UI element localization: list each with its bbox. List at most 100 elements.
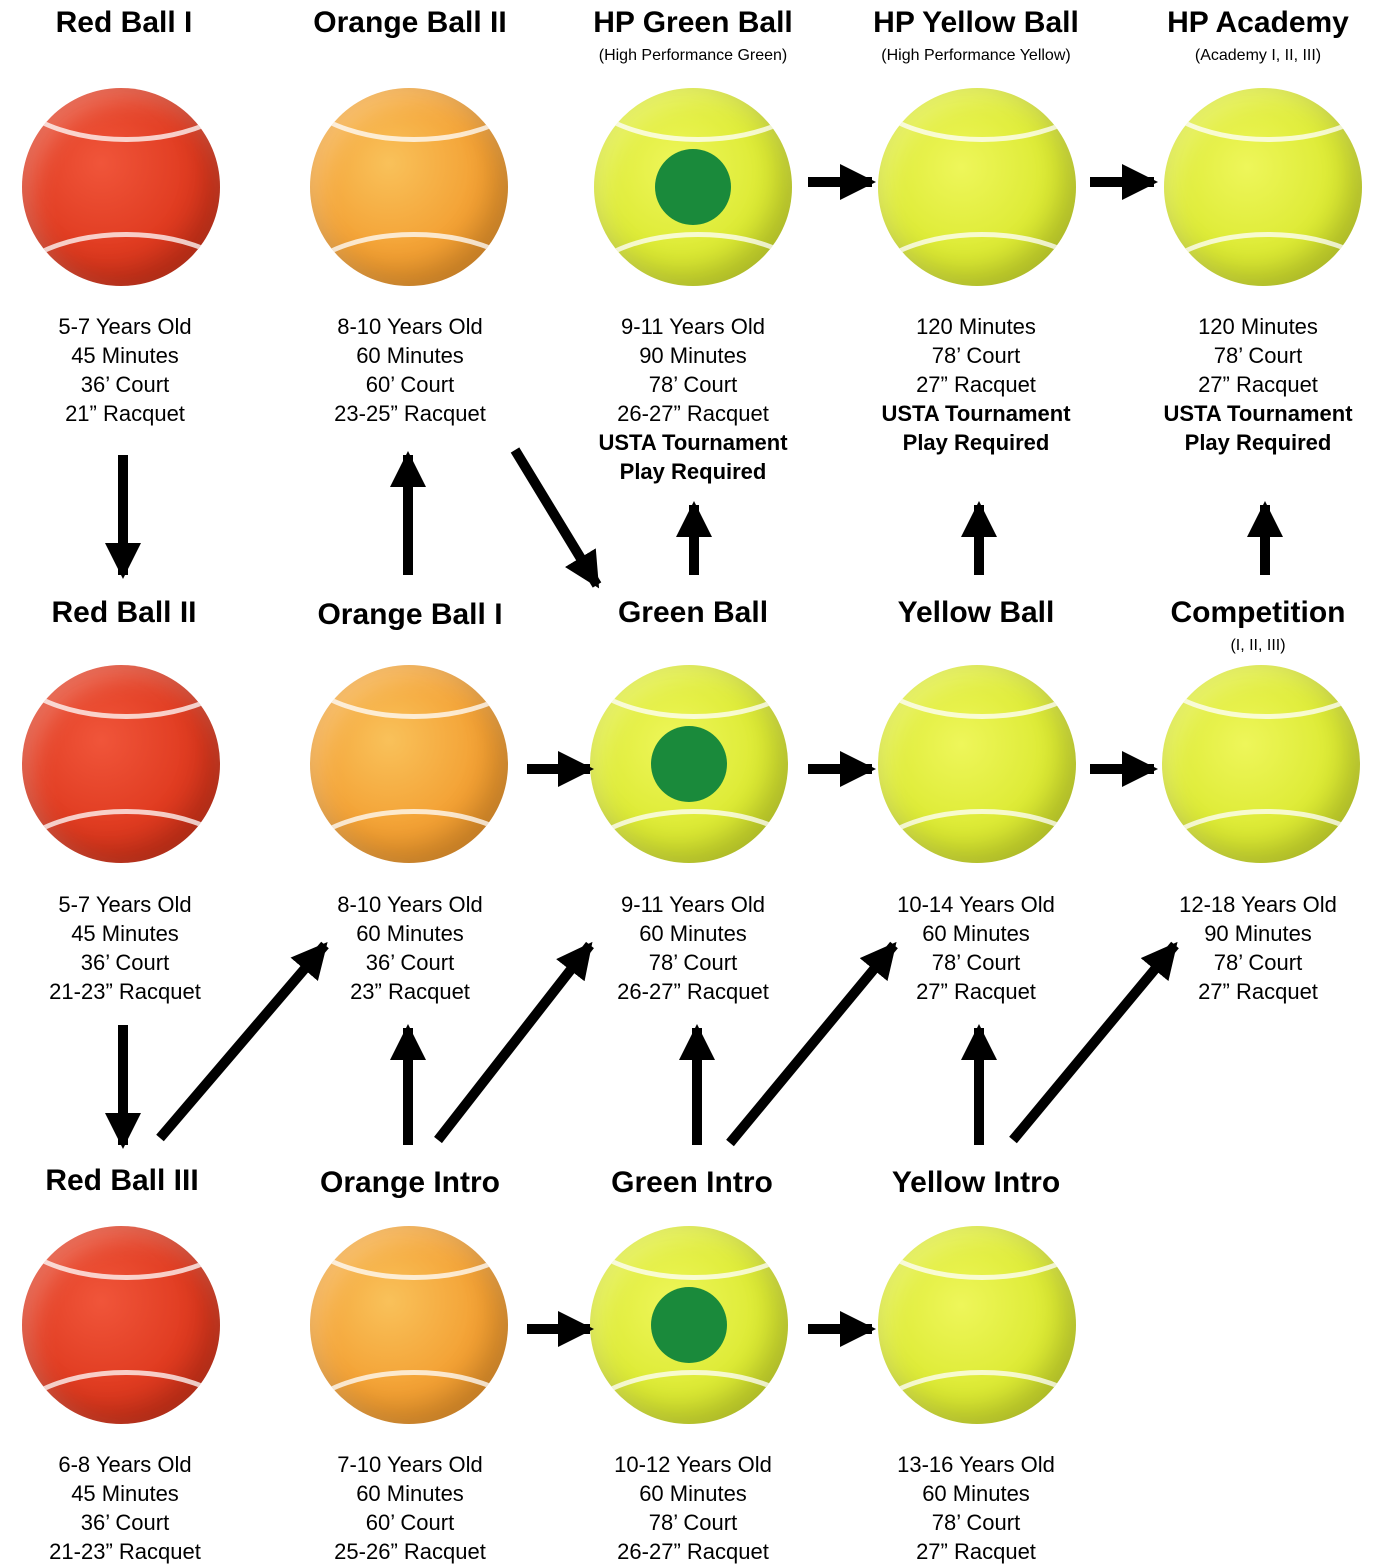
- yellow-ball-icon: [878, 88, 1076, 286]
- level-yellow-intro-header: Yellow Intro: [836, 1166, 1116, 1200]
- duration-text: 60 Minutes: [356, 343, 464, 368]
- racquet-text: 27” Racquet: [916, 372, 1036, 397]
- duration-text: 45 Minutes: [71, 1481, 179, 1506]
- level-orange-intro-details: 7-10 Years Old 60 Minutes 60’ Court 25-2…: [270, 1450, 550, 1566]
- level-orange-ball-1-header: Orange Ball I: [270, 598, 550, 632]
- arrow-diag-red-3-to-orange-1: [156, 941, 329, 1142]
- court-text: 78’ Court: [648, 1510, 738, 1535]
- level-yellow-ball-details: 10-14 Years Old 60 Minutes 78’ Court 27”…: [836, 890, 1116, 1006]
- duration-text: 45 Minutes: [71, 343, 179, 368]
- orange-ball-icon: [310, 88, 508, 286]
- level-competition-header: Competition (I, II, III): [1118, 596, 1389, 656]
- level-orange-ball-1-details: 8-10 Years Old 60 Minutes 36’ Court 23” …: [270, 890, 550, 1006]
- level-title: HP Yellow Ball: [873, 6, 1079, 39]
- level-title: Red Ball II: [51, 596, 197, 629]
- age-text: 12-18 Years Old: [1179, 892, 1337, 917]
- level-subtitle: (Academy I, II, III): [1194, 47, 1322, 64]
- duration-text: 60 Minutes: [639, 921, 747, 946]
- level-red-ball-3-header: Red Ball III: [0, 1164, 262, 1198]
- level-green-ball-details: 9-11 Years Old 60 Minutes 78’ Court 26-2…: [553, 890, 833, 1006]
- level-title: Green Intro: [611, 1166, 773, 1199]
- court-text: 78’ Court: [648, 372, 738, 397]
- level-title: Competition: [1170, 596, 1346, 629]
- court-text: 60’ Court: [365, 1510, 455, 1535]
- racquet-text: 23-25” Racquet: [334, 401, 486, 426]
- yellow-ball-icon: [878, 665, 1076, 863]
- level-hp-yellow-ball-details: 120 Minutes 78’ Court 27” Racquet USTA T…: [836, 312, 1116, 457]
- level-red-ball-3-details: 6-8 Years Old 45 Minutes 36’ Court 21-23…: [0, 1450, 265, 1566]
- duration-text: 60 Minutes: [922, 1481, 1030, 1506]
- level-orange-ball-2-details: 8-10 Years Old 60 Minutes 60’ Court 23-2…: [270, 312, 550, 428]
- racquet-text: 23” Racquet: [350, 979, 470, 1004]
- duration-text: 90 Minutes: [1204, 921, 1312, 946]
- level-title: HP Academy: [1167, 6, 1349, 39]
- orange-ball-icon: [310, 1226, 508, 1424]
- duration-text: 60 Minutes: [356, 1481, 464, 1506]
- age-text: 13-16 Years Old: [897, 1452, 1055, 1477]
- requirement-text: Play Required: [619, 459, 767, 484]
- court-text: 36’ Court: [80, 1510, 170, 1535]
- level-title: Green Ball: [617, 596, 769, 629]
- level-hp-academy-details: 120 Minutes 78’ Court 27” Racquet USTA T…: [1118, 312, 1389, 457]
- level-green-intro-header: Green Intro: [552, 1166, 832, 1200]
- duration-text: 90 Minutes: [639, 343, 747, 368]
- arrow-diag-yellow-intro-to-competition: [1009, 941, 1179, 1144]
- court-text: 78’ Court: [648, 950, 738, 975]
- duration-text: 60 Minutes: [922, 921, 1030, 946]
- requirement-text: Play Required: [1184, 430, 1332, 455]
- arrow-diag-green-intro-to-yellow: [726, 941, 898, 1147]
- court-text: 78’ Court: [931, 950, 1021, 975]
- level-title: HP Green Ball: [593, 6, 793, 39]
- level-green-intro-details: 10-12 Years Old 60 Minutes 78’ Court 26-…: [553, 1450, 833, 1566]
- age-text: 9-11 Years Old: [621, 314, 765, 339]
- yellow-ball-icon: [1162, 665, 1360, 863]
- level-title: Orange Ball II: [313, 6, 507, 39]
- level-red-ball-2-details: 5-7 Years Old 45 Minutes 36’ Court 21-23…: [0, 890, 265, 1006]
- level-title: Red Ball I: [55, 6, 193, 39]
- level-subtitle: (I, II, III): [1230, 637, 1286, 654]
- level-hp-green-ball-details: 9-11 Years Old 90 Minutes 78’ Court 26-2…: [553, 312, 833, 486]
- level-title: Red Ball III: [45, 1164, 199, 1197]
- racquet-text: 21-23” Racquet: [49, 1539, 201, 1564]
- level-yellow-ball-header: Yellow Ball: [836, 596, 1116, 630]
- yellow-ball-icon: [878, 1226, 1076, 1424]
- age-text: 6-8 Years Old: [58, 1452, 192, 1477]
- level-hp-academy-header: HP Academy (Academy I, II, III): [1118, 6, 1389, 66]
- court-text: 78’ Court: [1213, 343, 1303, 368]
- requirement-text: USTA Tournament: [598, 430, 788, 455]
- red-ball-icon: [22, 665, 220, 863]
- level-subtitle: (High Performance Yellow): [881, 47, 1071, 64]
- racquet-text: 26-27” Racquet: [617, 401, 769, 426]
- level-orange-intro-header: Orange Intro: [270, 1166, 550, 1200]
- level-green-ball-header: Green Ball: [553, 596, 833, 630]
- level-title: Yellow Intro: [891, 1166, 1061, 1199]
- red-ball-icon: [22, 1226, 220, 1424]
- arrow-diag-orange-2-to-green: [510, 447, 602, 589]
- racquet-text: 27” Racquet: [1198, 372, 1318, 397]
- age-text: 5-7 Years Old: [58, 892, 192, 917]
- racquet-text: 21-23” Racquet: [49, 979, 201, 1004]
- duration-text: 120 Minutes: [1198, 314, 1318, 339]
- age-text: 5-7 Years Old: [58, 314, 192, 339]
- age-text: 8-10 Years Old: [337, 892, 483, 917]
- level-red-ball-1-details: 5-7 Years Old 45 Minutes 36’ Court 21” R…: [0, 312, 265, 428]
- orange-ball-icon: [310, 665, 508, 863]
- court-text: 78’ Court: [931, 343, 1021, 368]
- racquet-text: 27” Racquet: [1198, 979, 1318, 1004]
- level-hp-yellow-ball-header: HP Yellow Ball (High Performance Yellow): [836, 6, 1116, 66]
- racquet-text: 27” Racquet: [916, 979, 1036, 1004]
- racquet-text: 21” Racquet: [65, 401, 185, 426]
- racquet-text: 26-27” Racquet: [617, 979, 769, 1004]
- age-text: 9-11 Years Old: [621, 892, 765, 917]
- racquet-text: 25-26” Racquet: [334, 1539, 486, 1564]
- requirement-text: USTA Tournament: [881, 401, 1071, 426]
- requirement-text: Play Required: [902, 430, 1050, 455]
- arrow-diag-orange-intro-to-green: [434, 941, 594, 1144]
- age-text: 10-12 Years Old: [614, 1452, 772, 1477]
- requirement-text: USTA Tournament: [1163, 401, 1353, 426]
- court-text: 36’ Court: [80, 372, 170, 397]
- level-subtitle: (High Performance Green): [598, 47, 788, 64]
- level-hp-green-ball-header: HP Green Ball (High Performance Green): [553, 6, 833, 66]
- red-ball-icon: [22, 88, 220, 286]
